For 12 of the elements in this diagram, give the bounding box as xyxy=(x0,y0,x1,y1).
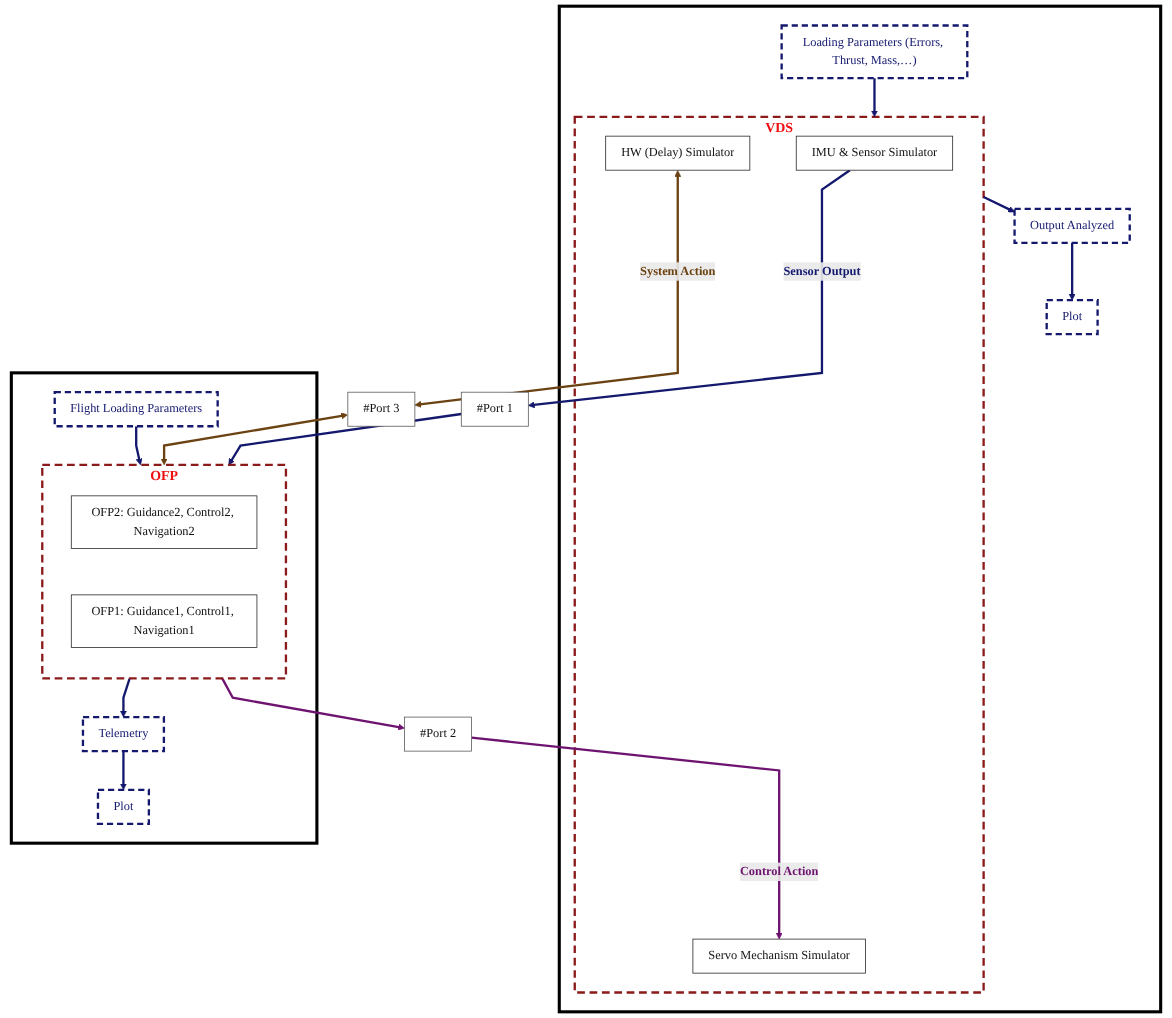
cluster xyxy=(557,4,1163,1014)
arrow xyxy=(871,78,878,118)
arrow xyxy=(120,751,127,791)
arrow xyxy=(221,677,405,731)
arrow xyxy=(135,426,143,466)
arrow xyxy=(120,678,131,718)
cluster xyxy=(9,371,319,845)
arrow xyxy=(1068,242,1076,301)
arrow xyxy=(160,412,348,466)
arrow xyxy=(528,169,851,409)
arrow xyxy=(983,195,1015,213)
arrow xyxy=(471,736,783,940)
